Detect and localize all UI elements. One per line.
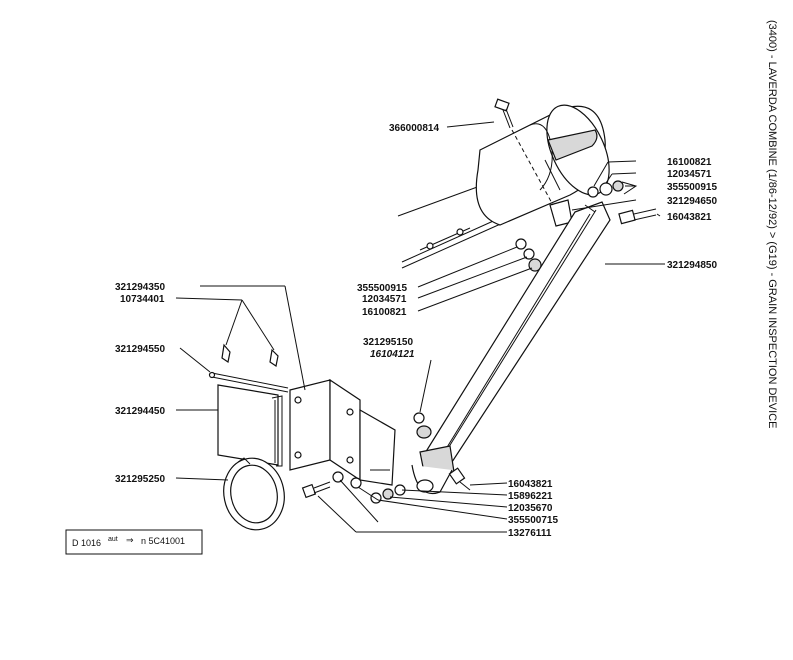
ref-code: D 1016: [72, 538, 101, 548]
hinge-rod: [208, 371, 289, 393]
label-366000814: 366000814: [389, 123, 439, 134]
ref-arrow-icon: ⇒: [126, 535, 134, 545]
label-321294550: 321294550: [115, 344, 165, 355]
label-12034571-upper: 12034571: [667, 169, 712, 180]
label-321294350: 321294350: [115, 282, 165, 293]
leader-lines: [175, 121, 665, 533]
label-12034571-lower: 12034571: [362, 294, 407, 305]
mount-bracket: [289, 378, 396, 486]
auger-tube: [397, 104, 610, 269]
label-12035670: 12035670: [508, 503, 553, 514]
label-355500915-lower: 355500915: [357, 283, 407, 294]
bolt-16043821-upper-graphic: [618, 208, 657, 225]
side-title: (3400) - LAVERDA COMBINE (1/86-12/92) > …: [766, 20, 778, 428]
label-321294650: 321294650: [667, 196, 717, 207]
label-321294850: 321294850: [667, 260, 717, 271]
cover-plate: [217, 384, 283, 467]
label-321295150: 321295150: [363, 337, 413, 348]
label-16043821-upper: 16043821: [667, 212, 712, 223]
retaining-ring: [223, 457, 285, 531]
label-321294450: 321294450: [115, 406, 165, 417]
ref-small-text: aut: [108, 536, 118, 543]
label-16100821-upper: 16100821: [667, 157, 712, 168]
bolt-366000814-graphic: [494, 98, 554, 206]
label-321295250: 321295250: [115, 474, 165, 485]
ref-serial: n 5C41001: [141, 536, 185, 546]
split-pins: [221, 343, 279, 367]
washer-group-lower-left: [515, 238, 542, 272]
reference-box: D 1016 aut ⇒ n 5C41001: [65, 529, 203, 555]
label-16100821-lower: 16100821: [362, 307, 407, 318]
inspection-arm: [411, 201, 611, 494]
label-16104121: 16104121: [370, 349, 415, 360]
label-355500915-upper: 355500915: [667, 182, 717, 193]
nut-group-middle: [413, 359, 432, 439]
label-355500715: 355500715: [508, 515, 558, 526]
label-10734401: 10734401: [120, 294, 165, 305]
label-15896221: 15896221: [508, 491, 553, 502]
label-16043821-lower: 16043821: [508, 479, 553, 490]
label-13276111: 13276111: [508, 528, 552, 539]
bolt-16043821-lower-graphic: [448, 467, 471, 491]
bottom-fasteners: [301, 471, 406, 504]
